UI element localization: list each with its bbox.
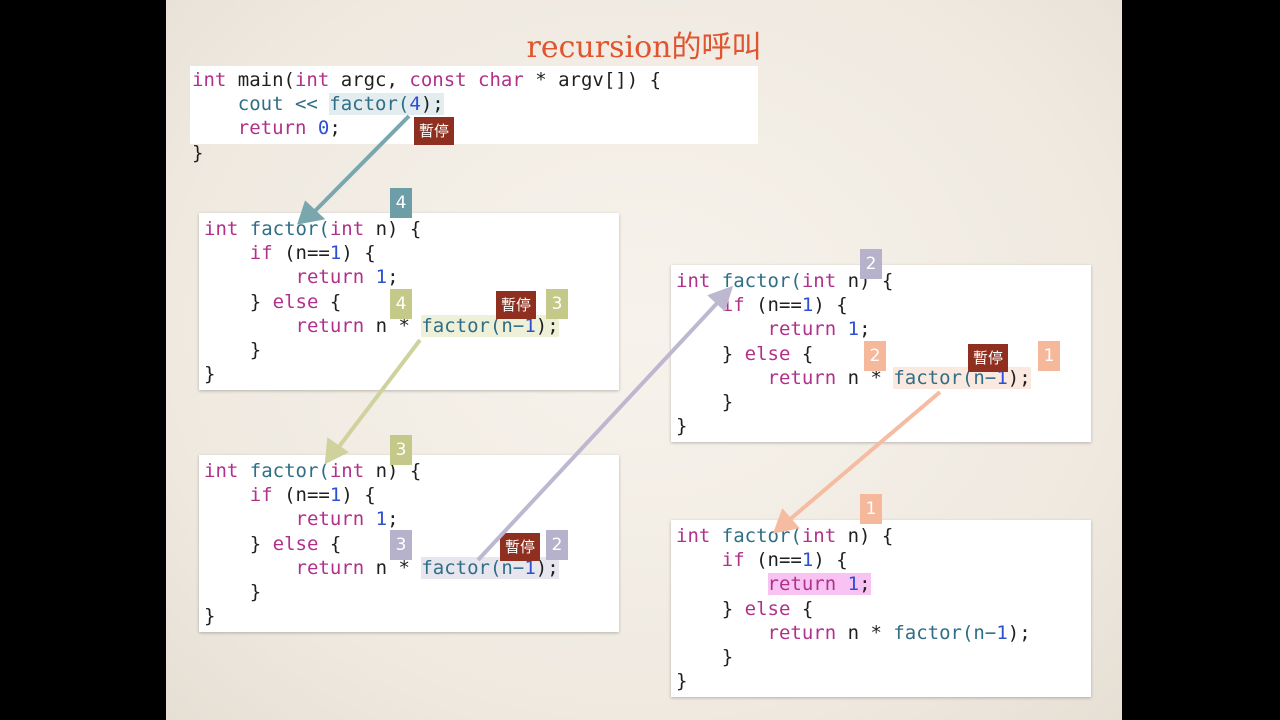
factor-box-1: [671, 520, 1091, 697]
main-code: int main(int argc, const char * argv[]) …: [192, 69, 662, 164]
main-signature: main(: [226, 69, 295, 91]
factor-call-main: factor(4);: [329, 93, 444, 116]
call-arrows: [297, 114, 942, 562]
slide-title: recursion的呼叫: [526, 30, 762, 65]
arrow-2-to-1: [772, 390, 942, 534]
n-badge-3: 3: [390, 530, 412, 560]
main-code-box: [190, 66, 758, 144]
cout-text: cout <<: [237, 93, 330, 116]
pause-label-main: 暫停: [414, 117, 455, 145]
arrow-4-to-3: [324, 338, 422, 465]
arg-badge-3: 3: [390, 435, 412, 465]
pause-label-4: 暫停: [496, 291, 537, 319]
kw-int: int: [294, 69, 330, 91]
kw-int: int: [192, 69, 227, 91]
factor-code-4: int factor(int n) { if (n==1) { return 1…: [204, 218, 559, 386]
argc-text: argc,: [329, 69, 410, 91]
n-badge-2: 2: [864, 341, 886, 371]
factor-code-3: int factor(int n) { if (n==1) { return 1…: [204, 460, 559, 628]
next-arg-badge-1: 1: [1038, 341, 1060, 371]
pause-label-2: 暫停: [968, 344, 1009, 372]
kw-const: const: [409, 69, 467, 91]
arg-badge-2: 2: [860, 249, 882, 279]
kw-char: char: [478, 69, 524, 91]
return-one-highlight: return 1;: [767, 573, 871, 596]
slide: recursion的呼叫 int main(int argc, const ch…: [166, 0, 1122, 720]
next-arg-badge-2: 2: [546, 530, 568, 560]
factor-call-3: factor(n−1);: [421, 556, 559, 579]
n-badge-4: 4: [390, 289, 412, 319]
factor-call-4: factor(n−1);: [421, 314, 559, 337]
factor-code-1: int factor(int n) { if (n==1) { return 1…: [676, 525, 1031, 693]
factor-call-2: factor(n−1);: [893, 366, 1031, 389]
arrow-main-to-4: [297, 114, 411, 225]
arg-badge-4: 4: [390, 188, 412, 218]
argv-text: * argv[]) {: [523, 69, 662, 91]
pause-label-3: 暫停: [500, 533, 541, 561]
arrow-3-to-2: [476, 285, 734, 562]
kw-return: return: [237, 117, 307, 140]
arg-badge-1: 1: [860, 494, 882, 524]
next-arg-badge-3: 3: [546, 289, 568, 319]
